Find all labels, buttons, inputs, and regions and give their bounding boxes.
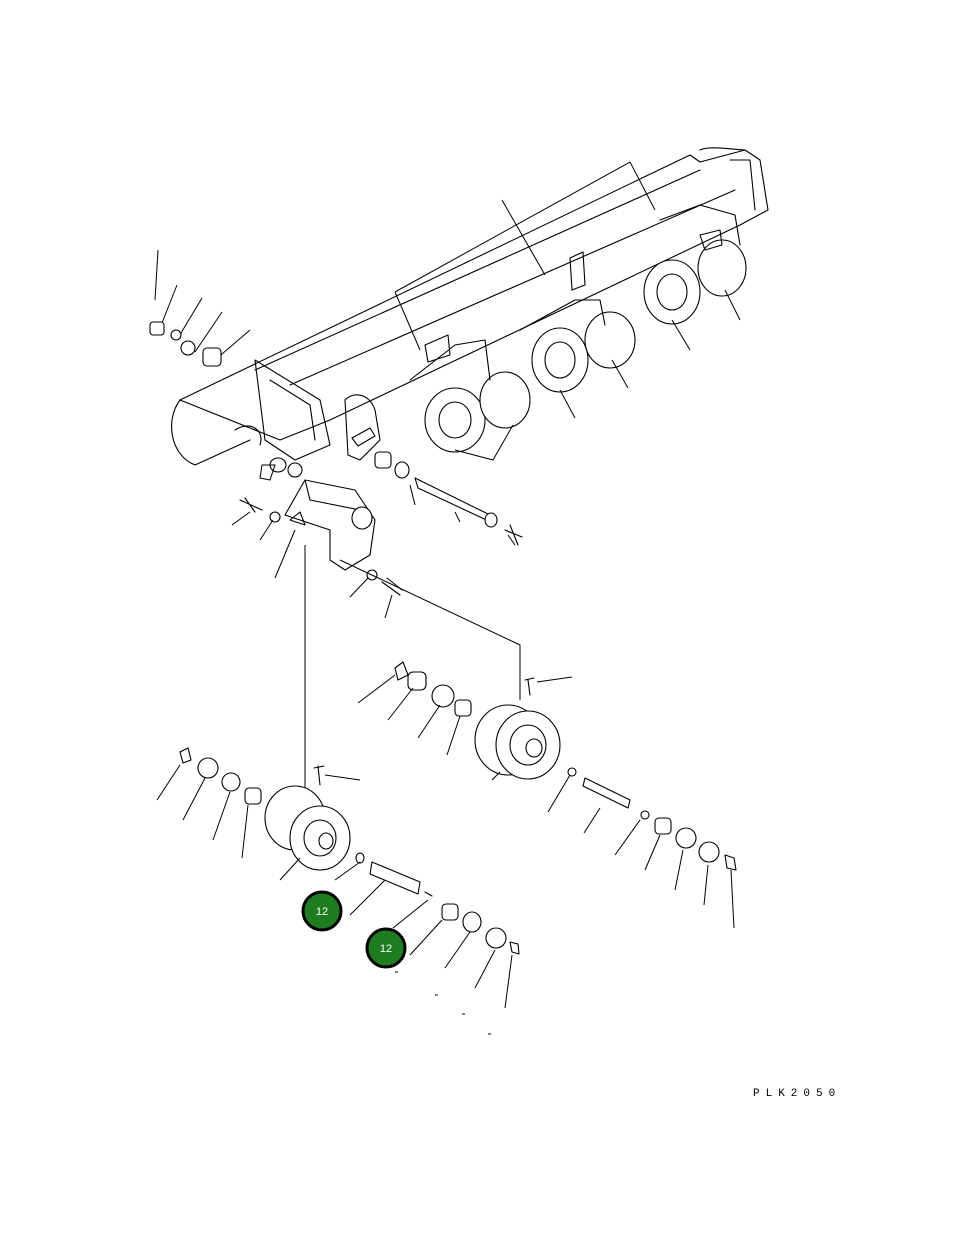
track-frame (171, 147, 769, 466)
roller-guard (344, 394, 381, 461)
frame-roller-3 (643, 204, 747, 325)
frame-roller-2 (519, 251, 636, 393)
callout-12-b[interactable]: 12 (365, 927, 407, 969)
frame-shaft-group (374, 451, 523, 546)
frame-roller-1 (409, 334, 531, 453)
frame-leaders (394, 161, 741, 461)
callout-label: 12 (316, 906, 328, 918)
roller-bracket (231, 457, 403, 619)
middle-roller-assembly (357, 661, 737, 929)
drawing-code: PLK2050 (753, 1088, 842, 1100)
lower-roller-assembly (156, 747, 520, 1035)
callout-12-a[interactable]: 12 (301, 890, 343, 932)
callout-label: 12 (380, 943, 392, 955)
top-left-parts (149, 249, 251, 367)
assembly-leaders (304, 545, 521, 800)
